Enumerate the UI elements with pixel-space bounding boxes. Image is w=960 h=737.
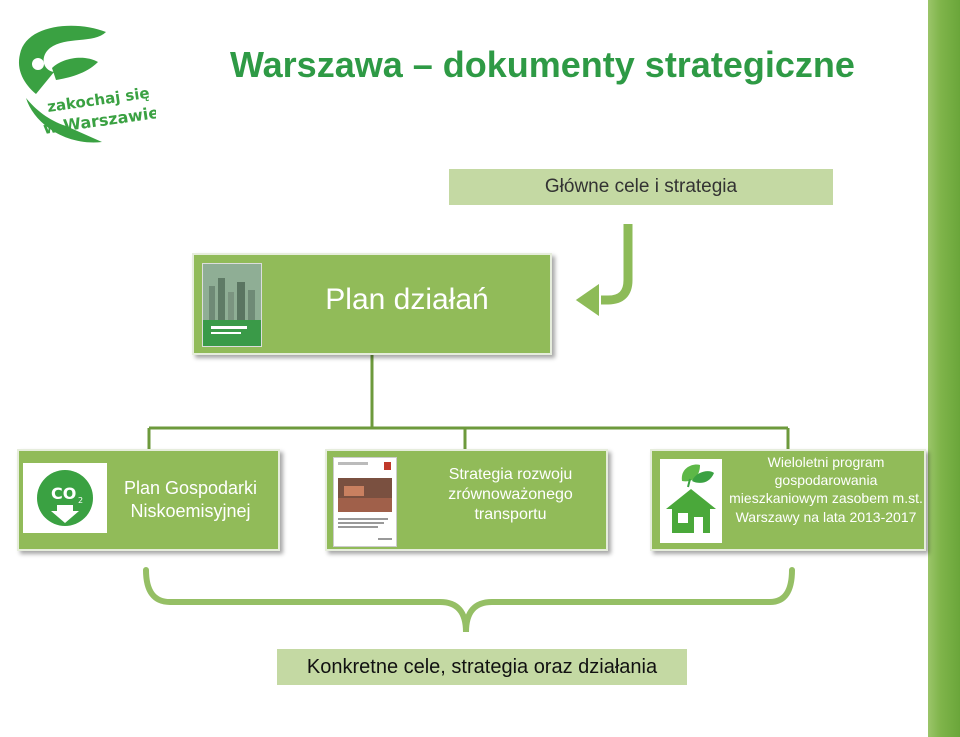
- result-bar-label: Konkretne cele, strategia oraz działania: [306, 655, 658, 678]
- category-label-2: Strategia rozwoju zrównoważonego transpo…: [448, 466, 573, 523]
- city-skyline-cover-icon: [203, 264, 261, 346]
- svg-text:2: 2: [78, 496, 83, 505]
- document-cover-icon: [338, 462, 392, 540]
- plan-dzialan-box: Plan działań: [192, 253, 552, 355]
- decorative-side-stripe: [928, 0, 960, 737]
- goals-bar-label: Główne cele i strategia: [544, 176, 738, 197]
- goals-bar: Główne cele i strategia: [449, 169, 833, 205]
- category-box-strategia-transportu: Strategia rozwoju zrównoważonego transpo…: [325, 449, 608, 551]
- co2-icon: CO 2: [37, 470, 93, 526]
- category-label-3: Wieloletni program gospodarowania mieszk…: [729, 454, 923, 525]
- svg-text:CO: CO: [51, 484, 76, 503]
- co2-tile: CO 2: [23, 463, 107, 533]
- category-box-plan-gospodarki: CO 2 Plan Gospodarki Niskoemisyjnej: [17, 449, 280, 551]
- curved-arrow-icon: [572, 224, 635, 320]
- category-box-program-mieszkaniowy: Wieloletni program gospodarowania mieszk…: [650, 449, 926, 551]
- eco-house-icon: [666, 464, 716, 533]
- result-bar: Konkretne cele, strategia oraz działania: [277, 649, 687, 685]
- category-label-1: Plan Gospodarki Niskoemisyjnej: [123, 478, 258, 521]
- zakochaj-sie-w-warszawie-logo: zakochaj się w Warszawie: [18, 25, 156, 143]
- grouping-brace: [143, 567, 795, 633]
- page-title: Warszawa – dokumenty strategiczne: [230, 44, 855, 85]
- plan-document-cover: [202, 263, 262, 347]
- plan-dzialan-label: Plan działań: [325, 283, 489, 316]
- transport-document-cover: [333, 457, 397, 547]
- eco-house-tile: [660, 459, 722, 543]
